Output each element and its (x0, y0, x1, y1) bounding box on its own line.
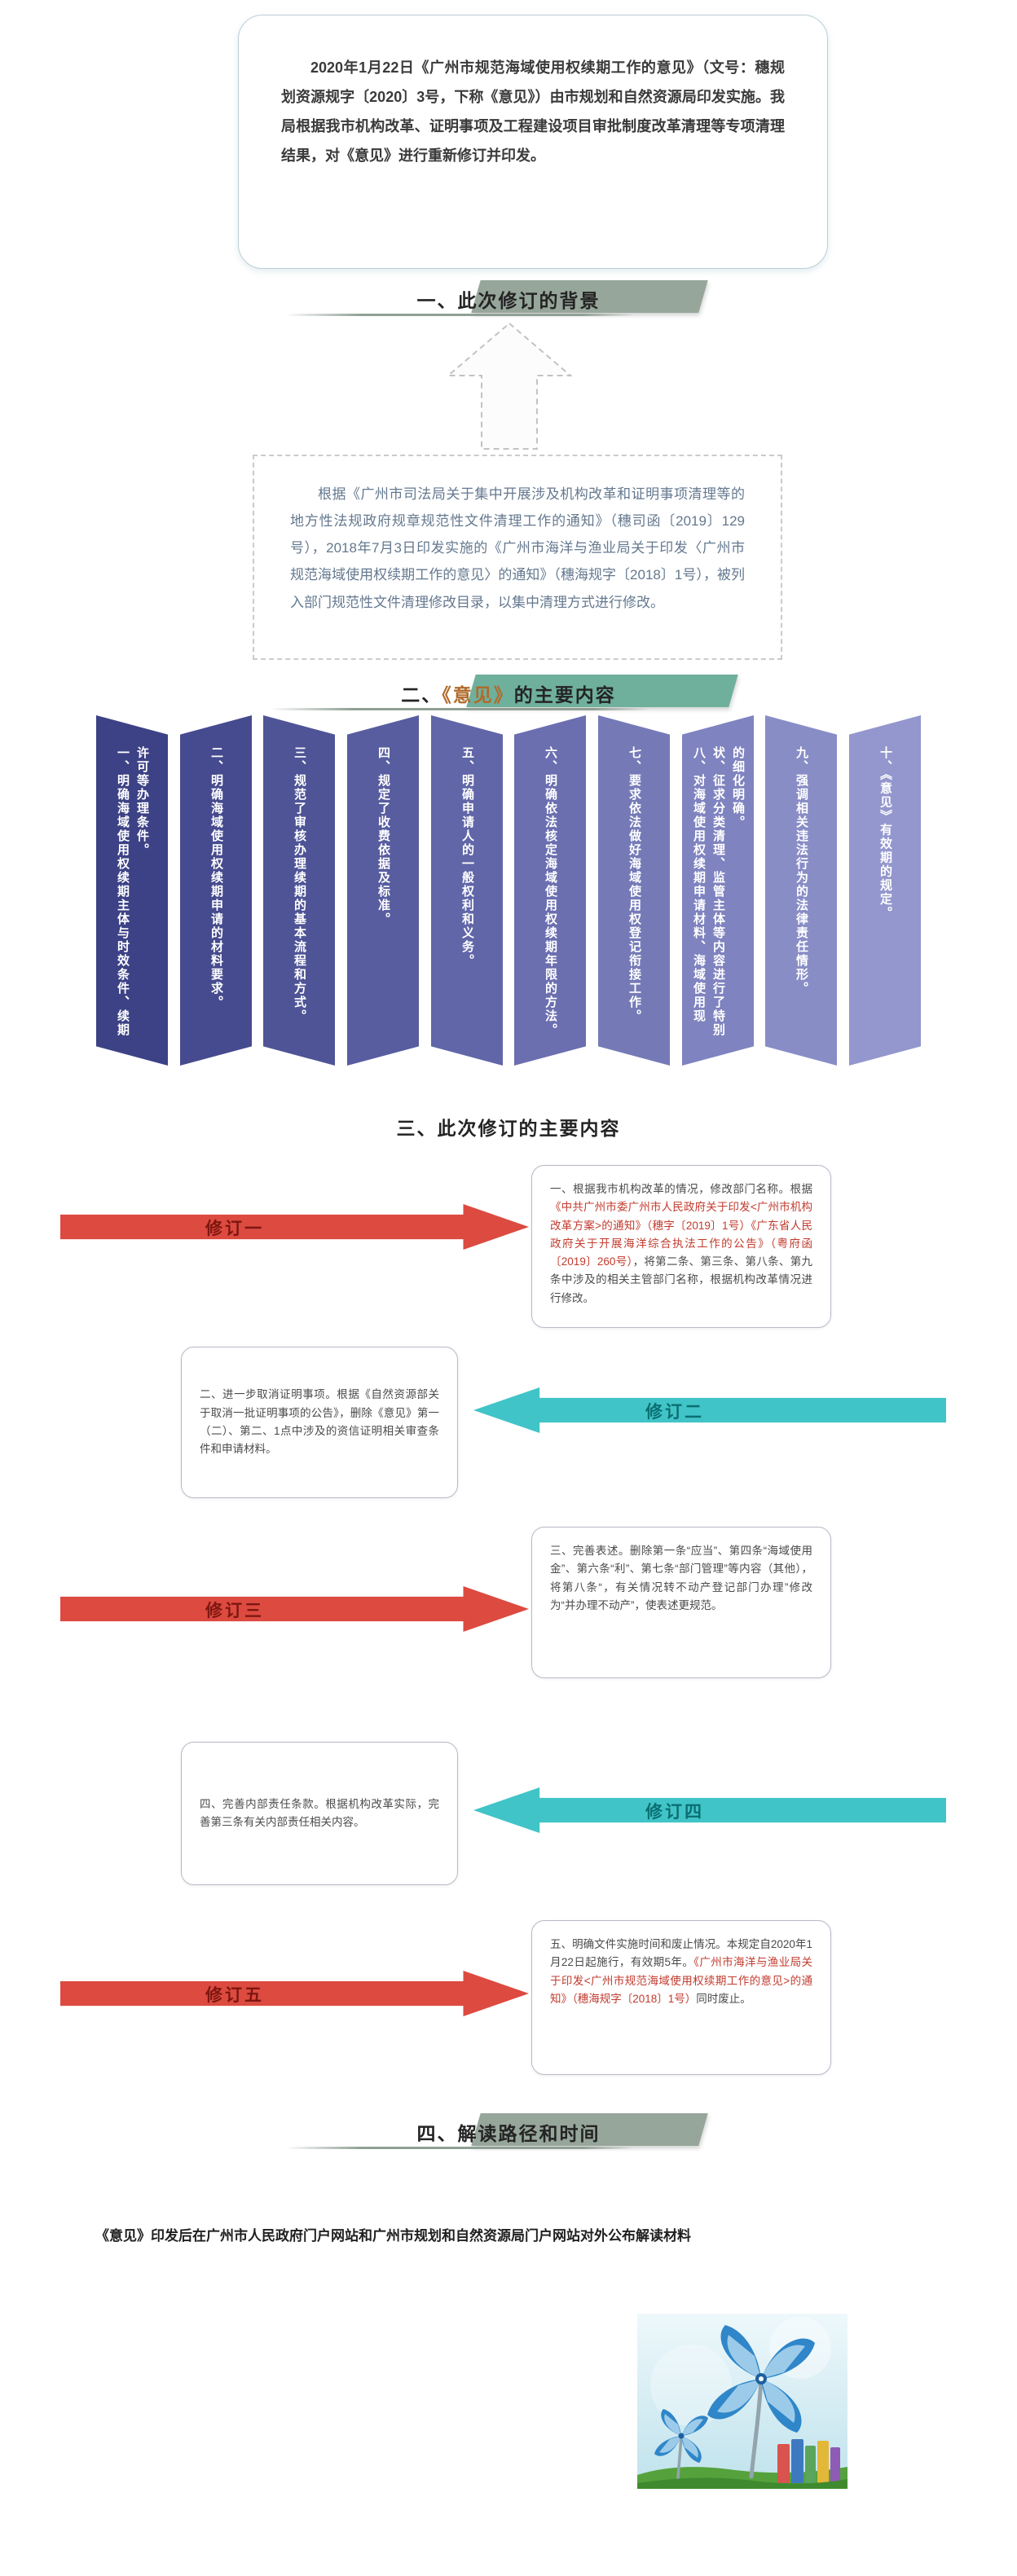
small-pinwheel-icon (654, 2409, 708, 2463)
banner-item-3: 三、规范了审核办理续期的基本流程和方式。 (263, 715, 335, 1066)
section3-header: 三、此次修订的主要内容 (0, 1108, 1017, 1145)
background-box: 根据《广州市司法局关于集中开展涉及机构改革和证明事项清理等的地方性法规政府规章规… (253, 455, 782, 660)
banners-row: 一、明确海域使用权续期主体与时效条件、续期许可等办理条件。 二、明确海域使用权续… (96, 715, 921, 1066)
section1-header-wrap: 一、此次修订的背景 (284, 280, 708, 318)
footer-note: 《意见》印发后在广州市人民政府门户网站和广州市规划和自然资源局门户网站对外公布解… (95, 2224, 878, 2244)
revision-2-box: 二、进一步取消证明事项。根据《自然资源部关于取消一批证明事项的公告》，删除《意见… (181, 1347, 458, 1498)
banner-text-2: 二、明确海域使用权续期申请的材料要求。 (209, 746, 223, 1009)
banner-text-6: 六、明确依法核定海域使用权续期年限的方法。 (544, 746, 557, 1037)
section1-header: 一、此次修订的背景 (0, 280, 1017, 318)
section2-underline (269, 708, 650, 710)
grass-front (637, 2477, 848, 2489)
banner-text-5: 五、明确申请人的一般权利和义务。 (460, 746, 474, 968)
revision-1-text: 一、根据我市机构改革的情况，修改部门名称。根据《中共广州市委广州市人民政府关于印… (550, 1183, 812, 1304)
revision-4-label: 修订四 (645, 1803, 704, 1822)
revision-3-box: 三、完善表述。删除第一条“应当”、第四条“海域使用金”、第六条“利”、第七条“部… (531, 1527, 831, 1678)
revision-2-arrow-icon (473, 1387, 946, 1433)
revision-5-text: 五、明确文件实施时间和废止情况。本规定自2020年1月22日起施行，有效期5年。… (550, 1938, 812, 2005)
revision-1-arrow-icon (60, 1204, 529, 1250)
section4-header-wrap: 四、解读路径和时间 (284, 2113, 708, 2151)
revision-5-box: 五、明确文件实施时间和废止情况。本规定自2020年1月22日起施行，有效期5年。… (531, 1920, 831, 2075)
section2-title: 二、《意见》的主要内容 (401, 684, 616, 706)
revision-1-box: 一、根据我市机构改革的情况，修改部门名称。根据《中共广州市委广州市人民政府关于印… (531, 1165, 831, 1328)
pinwheel-pole (749, 2376, 764, 2479)
intro-text: 2020年1月22日《广州市规范海域使用权续期工作的意见》（文号：穗规划资源规字… (281, 59, 785, 164)
section3-header-wrap: 三、此次修订的主要内容 (387, 1108, 631, 1145)
small-pinwheel-pole (676, 2434, 683, 2480)
revision-2-text: 二、进一步取消证明事项。根据《自然资源部关于取消一批证明事项的公告》，删除《意见… (200, 1388, 439, 1456)
banner-text-7: 七、要求依法做好海域使用权登记衔接工作。 (627, 746, 641, 1023)
banner-text-9: 九、强调相关违法行为的法律责任情形。 (795, 746, 808, 996)
section4-header: 四、解读路径和时间 (0, 2113, 1017, 2151)
section4-title: 四、解读路径和时间 (416, 2123, 601, 2144)
intro-box: 2020年1月22日《广州市规范海域使用权续期工作的意见》（文号：穗规划资源规字… (238, 15, 828, 269)
section2-header-wrap: 二、《意见》的主要内容 (269, 675, 738, 712)
revision-5-label: 修订五 (205, 1986, 264, 2005)
banner-text-1: 一、明确海域使用权续期主体与时效条件、续期许可等办理条件。 (116, 746, 149, 1037)
revision-3-arrow-icon (60, 1586, 529, 1632)
section2-header: 二、《意见》的主要内容 (0, 675, 1017, 712)
revision-2-label: 修订二 (645, 1403, 704, 1422)
banner-text-4: 四、规定了收费依据及标准。 (376, 746, 390, 926)
section3-title: 三、此次修订的主要内容 (396, 1118, 621, 1139)
revision-4-box: 四、完善内部责任条款。根据机构改革实际，完善第三条有关内部责任相关内容。 (181, 1742, 458, 1885)
banner-item-10: 十、《意见》有效期的规定。 (849, 715, 921, 1066)
revision-5-arrow-icon (60, 1971, 529, 2016)
banner-text-3: 三、规范了审核办理续期的基本流程和方式。 (293, 746, 306, 1023)
banner-item-4: 四、规定了收费依据及标准。 (347, 715, 419, 1066)
revision-3-text: 三、完善表述。删除第一条“应当”、第四条“海域使用金”、第六条“利”、第七条“部… (550, 1545, 812, 1611)
revision-1-label: 修订一 (205, 1220, 264, 1238)
revision-4-text: 四、完善内部责任条款。根据机构改革实际，完善第三条有关内部责任相关内容。 (200, 1797, 439, 1828)
banner-item-1: 一、明确海域使用权续期主体与时效条件、续期许可等办理条件。 (96, 715, 168, 1066)
banner-item-9: 九、强调相关违法行为的法律责任情形。 (765, 715, 837, 1066)
section1-underline (284, 314, 635, 316)
banner-item-7: 七、要求依法做好海域使用权登记衔接工作。 (598, 715, 670, 1066)
background-text: 根据《广州市司法局关于集中开展涉及机构改革和证明事项清理等的地方性法规政府规章规… (290, 486, 745, 610)
banner-item-2: 二、明确海域使用权续期申请的材料要求。 (180, 715, 252, 1066)
footer-text: 《意见》印发后在广州市人民政府门户网站和广州市规划和自然资源局门户网站对外公布解… (95, 2228, 691, 2244)
revision-3-label: 修订三 (205, 1602, 264, 1620)
banner-text-8: 八、对海域使用权续期申请材料、海域使用现状、征求分类清理、监管主体等内容进行了特… (692, 746, 745, 1037)
banner-text-10: 十、《意见》有效期的规定。 (878, 746, 892, 921)
revision-4-arrow-icon (473, 1787, 946, 1833)
banner-item-8: 八、对海域使用权续期申请材料、海域使用现状、征求分类清理、监管主体等内容进行了特… (682, 715, 754, 1066)
pinwheel-icon (707, 2325, 815, 2433)
banner-item-6: 六、明确依法核定海域使用权续期年限的方法。 (514, 715, 586, 1066)
bottom-illustration (637, 2314, 848, 2489)
section1-title: 一、此次修订的背景 (416, 290, 601, 311)
section4-underline (284, 2147, 635, 2149)
banner-item-5: 五、明确申请人的一般权利和义务。 (431, 715, 503, 1066)
up-arrow-icon (446, 322, 573, 450)
books-icon (777, 2439, 840, 2483)
